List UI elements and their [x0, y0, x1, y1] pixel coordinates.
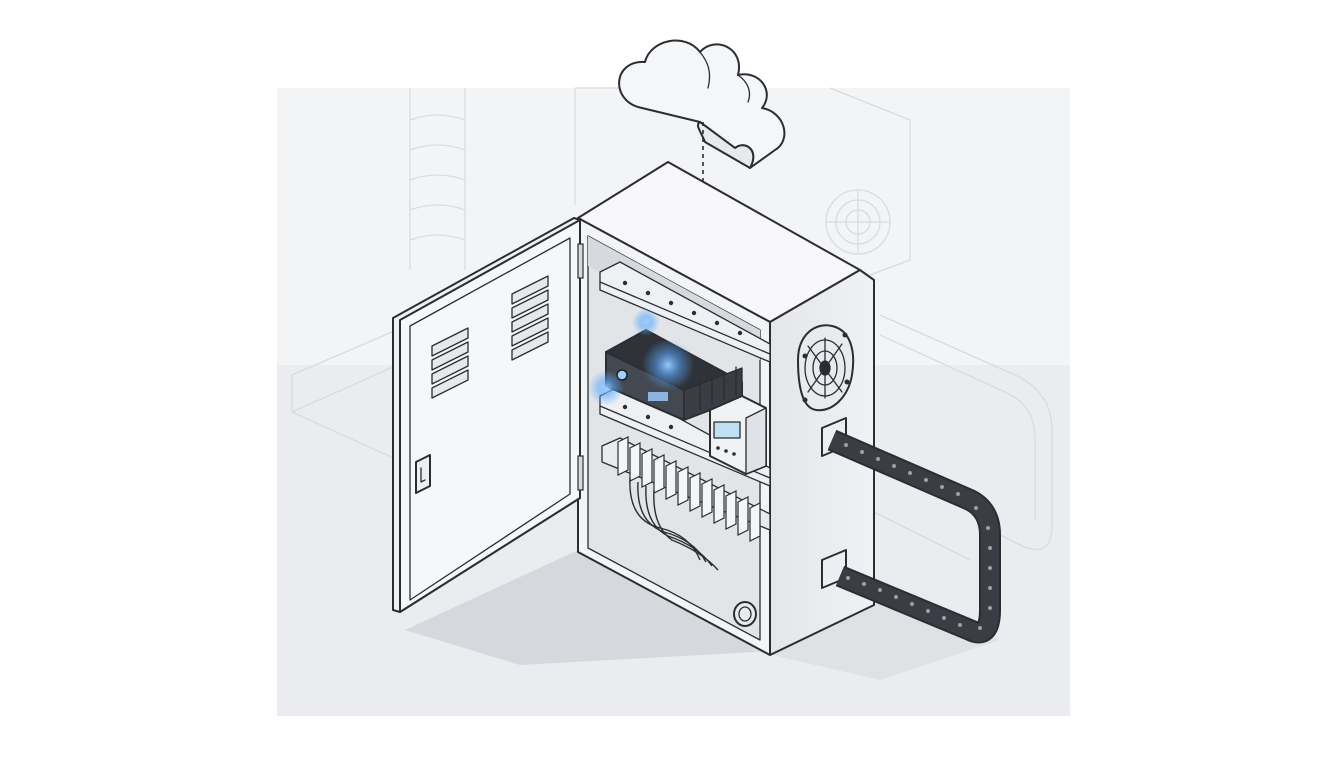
display-module: [709, 395, 767, 475]
cabinet: [577, 161, 875, 656]
door-vents-upper: [511, 275, 549, 361]
device-ports: [648, 392, 668, 401]
door-hinge-lower: [577, 455, 584, 491]
cabinet-door: [392, 217, 584, 613]
cable-chain: [827, 429, 1001, 644]
fan-grille-icon: [797, 324, 855, 412]
ghost-cable-chain: [879, 314, 1053, 551]
din-rail-top: [599, 261, 771, 363]
terminal-blocks: [617, 436, 761, 542]
cables: [629, 477, 719, 571]
cloud-icon: [618, 39, 786, 169]
terminal-rail: [601, 436, 771, 542]
door-handle-icon: [415, 454, 431, 494]
glow: [588, 308, 694, 406]
ghost-fan-icon: [825, 189, 891, 255]
shadows: [405, 540, 1000, 680]
round-gland-icon: [733, 601, 757, 627]
door-vents-lower: [431, 327, 469, 399]
door-hinge-upper: [577, 243, 584, 279]
